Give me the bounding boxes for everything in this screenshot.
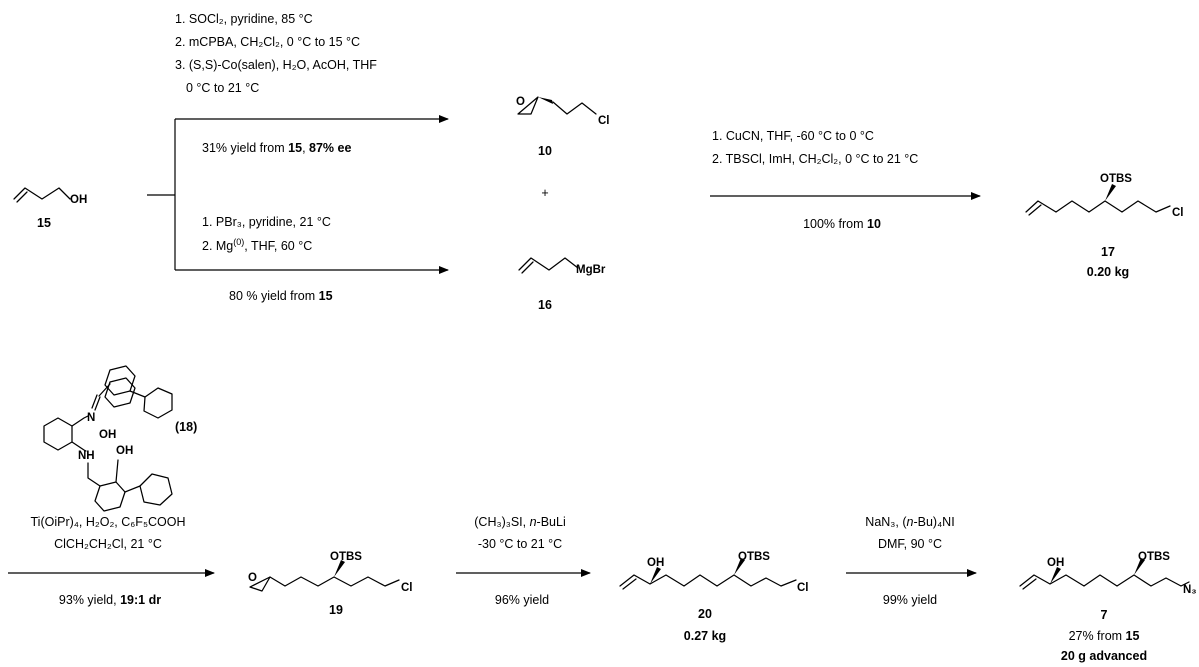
compound-19: O OTBS Cl 19 [248,551,413,617]
catalyst-18-label: (18) [175,420,197,434]
step2-yield: 80 % yield from 15 [229,289,333,303]
plus-sign: + [541,186,548,200]
compound-19-label: 19 [329,603,343,617]
svg-text:Cl: Cl [1172,207,1184,219]
step1-conditions: 1. SOCl₂, pyridine, 85 °C 2. mCPBA, CH₂C… [175,12,377,155]
step6-yield: 99% yield [883,593,937,607]
step4-yield: 93% yield, 19:1 dr [59,593,161,607]
step6-conditions: NaN₃, (n-Bu)₄NI DMF, 90 °C 99% yield [846,515,977,607]
svg-text:OH: OH [116,445,133,457]
step4-line2: ClCH₂CH₂Cl, 21 °C [54,537,162,551]
step3-line1: 1. CuCN, THF, -60 °C to 0 °C [712,129,874,143]
compound-7-label: 7 [1101,608,1108,622]
step5-yield: 96% yield [495,593,549,607]
step5-line1: (CH₃)₃SI, n-BuLi [474,515,565,529]
compound-17-amount: 0.20 kg [1087,265,1129,279]
svg-text:Cl: Cl [598,115,610,127]
svg-text:Cl: Cl [797,582,809,594]
compound-16: MgBr 16 [518,257,606,312]
step2-line1: 1. PBr₃, pyridine, 21 °C [202,215,331,229]
catalyst-18: N OH NH OH (18) [43,365,197,512]
step5-conditions: (CH₃)₃SI, n-BuLi -30 °C to 21 °C 96% yie… [456,515,591,607]
step1-line1: 1. SOCl₂, pyridine, 85 °C [175,12,313,26]
svg-text:OTBS: OTBS [1100,173,1132,185]
compound-17: OTBS Cl 17 0.20 kg [1025,173,1184,279]
branch-arrows [147,115,449,274]
svg-text:OH: OH [647,557,664,569]
step1-yield: 31% yield from 15, 87% ee [202,141,351,155]
svg-text:NH: NH [78,450,95,462]
compound-7: OH OTBS N₃ 7 27% from 15 20 g advanced [1019,551,1197,663]
compound-15-label: 15 [37,216,51,230]
compound-20-amount: 0.27 kg [684,629,726,643]
svg-text:Cl: Cl [401,582,413,594]
compound-20: OH OTBS Cl 20 0.27 kg [619,551,809,643]
compound-7-amount: 20 g advanced [1061,649,1147,663]
step3-line2: 2. TBSCl, ImH, CH₂Cl₂, 0 °C to 21 °C [712,152,918,166]
svg-text:O: O [516,96,525,108]
svg-text:OH: OH [70,194,87,206]
step5-line2: -30 °C to 21 °C [478,537,562,551]
svg-text:O: O [248,572,257,584]
step6-line2: DMF, 90 °C [878,537,942,551]
step4-line1: Ti(OiPr)₄, H₂O₂, C₆F₅COOH [31,515,186,529]
compound-10-label: 10 [538,144,552,158]
svg-text:OH: OH [99,429,116,441]
step3-yield: 100% from 10 [803,217,881,231]
step3-conditions: 1. CuCN, THF, -60 °C to 0 °C 2. TBSCl, I… [710,129,981,231]
step1-line4: 0 °C to 21 °C [186,81,259,95]
svg-text:N₃: N₃ [1183,584,1197,596]
compound-16-label: 16 [538,298,552,312]
svg-text:OTBS: OTBS [1138,551,1170,563]
svg-text:MgBr: MgBr [576,264,606,276]
step1-line3: 3. (S,S)-Co(salen), H₂O, AcOH, THF [175,58,377,72]
compound-10: O Cl 10 [516,96,610,158]
compound-7-yield: 27% from 15 [1069,629,1140,643]
compound-20-label: 20 [698,607,712,621]
step2-conditions: 1. PBr₃, pyridine, 21 °C 2. Mg(0), THF, … [202,215,333,303]
svg-text:OTBS: OTBS [330,551,362,563]
step2-line2: 2. Mg(0), THF, 60 °C [202,237,312,253]
compound-15: OH 15 [13,187,87,230]
svg-text:OH: OH [1047,557,1064,569]
step1-line2: 2. mCPBA, CH₂Cl₂, 0 °C to 15 °C [175,35,360,49]
compound-17-label: 17 [1101,245,1115,259]
svg-text:OTBS: OTBS [738,551,770,563]
svg-text:N: N [87,412,95,424]
step4-conditions: Ti(OiPr)₄, H₂O₂, C₆F₅COOH ClCH₂CH₂Cl, 21… [8,515,215,607]
step6-line1: NaN₃, (n-Bu)₄NI [865,515,954,529]
